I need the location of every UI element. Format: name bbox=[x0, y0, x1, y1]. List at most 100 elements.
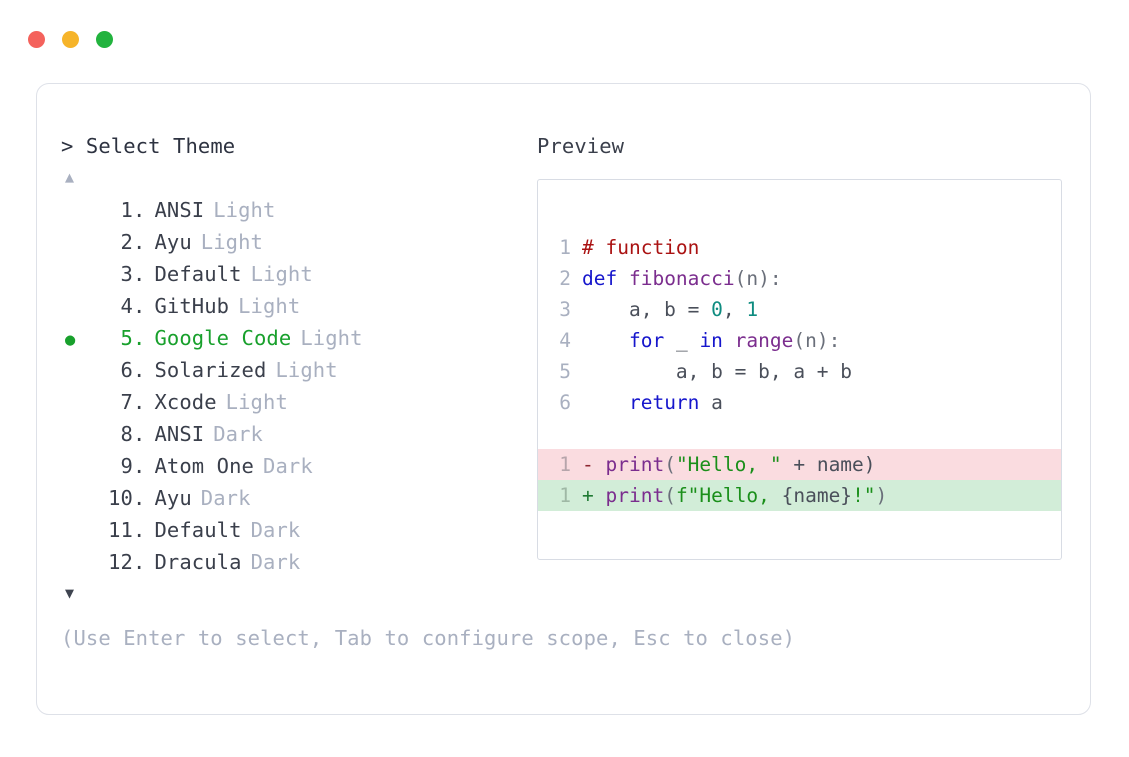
theme-item-name: Default bbox=[154, 518, 242, 542]
diff-marker: + bbox=[582, 484, 606, 507]
page-title: > Select Theme bbox=[61, 132, 531, 160]
keyboard-hint: (Use Enter to select, Tab to configure s… bbox=[61, 626, 796, 650]
code-token: return bbox=[628, 391, 700, 414]
theme-item-index-dot: . bbox=[133, 326, 146, 350]
code-token: "Hello, " bbox=[675, 453, 782, 476]
selected-bullet-icon: ● bbox=[61, 356, 87, 388]
theme-item-index-dot: . bbox=[133, 518, 146, 542]
theme-item-index: 9 bbox=[120, 454, 133, 478]
code-token: for bbox=[628, 329, 665, 352]
theme-item-name: Atom One bbox=[154, 454, 254, 478]
theme-list-column: > Select Theme ▲ ●1.ANSILight●2.AyuLight… bbox=[61, 132, 531, 604]
code-token: print bbox=[605, 484, 665, 507]
theme-item-index-dot: . bbox=[133, 198, 146, 222]
line-number: 2 bbox=[559, 267, 571, 290]
code-token bbox=[582, 391, 629, 414]
scroll-up-icon[interactable]: ▲ bbox=[65, 168, 75, 186]
minimize-window-button[interactable] bbox=[62, 31, 79, 48]
theme-item-name: Google Code bbox=[154, 326, 292, 350]
selected-bullet-icon: ● bbox=[61, 388, 87, 420]
line-number: 1 bbox=[559, 236, 571, 259]
selected-bullet-icon: ● bbox=[61, 260, 87, 292]
theme-item-index: 11 bbox=[108, 518, 133, 542]
code-token: ( bbox=[664, 453, 676, 476]
code-token: fibonacci bbox=[628, 267, 735, 290]
theme-item-index-dot: . bbox=[133, 390, 146, 414]
theme-item-index: 5 bbox=[120, 326, 133, 350]
code-token: print bbox=[605, 453, 665, 476]
code-token: ) bbox=[875, 484, 888, 507]
code-token: 1 bbox=[746, 298, 759, 321]
code-line: 5 a, b = b, a + b bbox=[538, 356, 1061, 387]
code-token: !" bbox=[852, 484, 876, 507]
theme-item-variant: Light bbox=[300, 326, 363, 350]
theme-item-index-dot: . bbox=[133, 230, 146, 254]
code-token: a bbox=[699, 391, 723, 414]
theme-item-index: 12 bbox=[108, 550, 133, 574]
theme-item-index: 1 bbox=[120, 198, 133, 222]
close-window-button[interactable] bbox=[28, 31, 45, 48]
code-line: 1# function bbox=[538, 232, 1061, 263]
preview-column: Preview bbox=[537, 132, 1067, 160]
theme-item-name: Dracula bbox=[154, 550, 242, 574]
theme-item-index-dot: . bbox=[133, 294, 146, 318]
scroll-down-icon[interactable]: ▼ bbox=[65, 584, 75, 602]
prompt-caret-icon: > bbox=[61, 134, 74, 158]
theme-item-index-dot: . bbox=[133, 358, 146, 382]
theme-item-variant: Dark bbox=[250, 550, 301, 574]
code-token: _ bbox=[664, 329, 700, 352]
line-number: 1 bbox=[559, 453, 571, 476]
diff-marker: - bbox=[582, 453, 606, 476]
code-line: 6 return a bbox=[538, 387, 1061, 418]
theme-item-name: Xcode bbox=[154, 390, 217, 414]
theme-list-item[interactable]: ● 7. Xcode Light bbox=[61, 386, 531, 418]
preview-heading: Preview bbox=[537, 134, 625, 158]
theme-list-item[interactable]: ● 5. Google Code Light bbox=[61, 322, 531, 354]
code-token: f"Hello, bbox=[675, 484, 782, 507]
code-token: def bbox=[582, 267, 629, 290]
theme-item-variant: Dark bbox=[250, 518, 301, 542]
theme-item-variant: Dark bbox=[263, 454, 313, 478]
code-line-text: + print(f"Hello, {name}!") bbox=[582, 480, 1061, 511]
line-number: 1 bbox=[559, 484, 571, 507]
theme-item-name: ANSI bbox=[154, 422, 205, 446]
selected-bullet-icon: ● bbox=[61, 484, 87, 516]
selected-bullet-icon: ● bbox=[61, 548, 87, 580]
code-token: (n): bbox=[793, 329, 841, 352]
theme-item-index: 4 bbox=[120, 294, 133, 318]
code-token: a, b = bbox=[582, 298, 712, 321]
theme-item-index-dot: . bbox=[133, 422, 146, 446]
code-line: 4 for _ in range(n): bbox=[538, 325, 1061, 356]
code-token: a, b = b, a + b bbox=[582, 360, 853, 383]
theme-item-index: 7 bbox=[120, 390, 133, 414]
theme-item-variant: Light bbox=[238, 294, 301, 318]
theme-item-name: Ayu bbox=[154, 230, 192, 254]
window-controls bbox=[28, 31, 113, 48]
line-number: 5 bbox=[559, 360, 571, 383]
selected-bullet-icon: ● bbox=[61, 292, 87, 324]
code-token: ( bbox=[664, 484, 676, 507]
code-token: 0 bbox=[711, 298, 723, 321]
code-token: in bbox=[699, 329, 723, 352]
maximize-window-button[interactable] bbox=[96, 31, 113, 48]
code-token: (n): bbox=[734, 267, 782, 290]
code-token bbox=[582, 329, 629, 352]
code-line-text: - print("Hello, " + name) bbox=[582, 449, 1061, 480]
theme-item-variant: Light bbox=[213, 198, 276, 222]
theme-item-variant: Light bbox=[225, 390, 288, 414]
theme-item-variant: Dark bbox=[213, 422, 264, 446]
theme-selector-card: > Select Theme ▲ ●1.ANSILight●2.AyuLight… bbox=[36, 83, 1091, 715]
selected-bullet-icon: ● bbox=[65, 330, 76, 350]
theme-item-name: Solarized bbox=[154, 358, 267, 382]
